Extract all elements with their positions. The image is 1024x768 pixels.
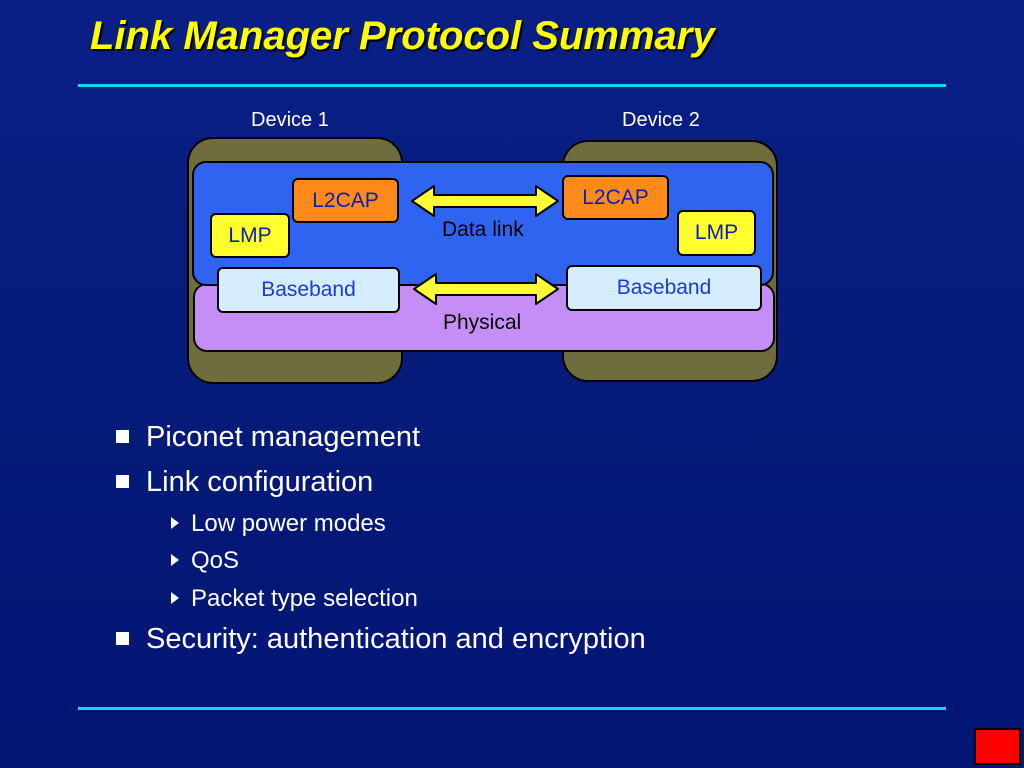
slide-corner-marker <box>974 728 1021 765</box>
physical-double-arrow <box>413 273 559 305</box>
footer-rule <box>78 707 946 710</box>
device-2-l2cap: L2CAP <box>562 175 669 220</box>
sub-bullet-text: QoS <box>191 547 240 574</box>
physical-label: Physical <box>443 311 522 334</box>
triangle-bullet-icon <box>171 592 179 604</box>
device-1-l2cap: L2CAP <box>292 178 399 223</box>
sub-bullet-text: Packet type selection <box>191 585 418 612</box>
sub-bullet-item: Low power modes <box>171 510 386 538</box>
sub-bullet-item: QoS <box>171 547 240 575</box>
bullet-text: Link configuration <box>146 466 374 498</box>
data-link-label: Data link <box>442 218 524 241</box>
sub-bullet-item: Packet type selection <box>171 585 418 613</box>
square-bullet-icon <box>116 475 129 488</box>
device-2-baseband: Baseband <box>566 265 762 311</box>
bullet-text: Security: authentication and encryption <box>146 623 646 655</box>
device-1-lmp: LMP <box>210 213 290 258</box>
bullet-item: Piconet management <box>116 421 421 454</box>
bullet-item: Security: authentication and encryption <box>116 623 646 656</box>
triangle-bullet-icon <box>171 554 179 566</box>
slide-title: Link Manager Protocol Summary <box>90 14 715 58</box>
title-underline <box>78 84 946 87</box>
device-1-baseband: Baseband <box>217 267 400 313</box>
sub-bullet-text: Low power modes <box>191 510 386 537</box>
bullet-item: Link configuration <box>116 466 374 499</box>
square-bullet-icon <box>116 430 129 443</box>
device-2-label: Device 2 <box>622 109 700 131</box>
square-bullet-icon <box>116 632 129 645</box>
device-2-lmp: LMP <box>677 210 756 256</box>
data-link-double-arrow <box>411 185 559 217</box>
device-1-label: Device 1 <box>251 109 329 131</box>
bullet-text: Piconet management <box>146 421 421 453</box>
triangle-bullet-icon <box>171 517 179 529</box>
